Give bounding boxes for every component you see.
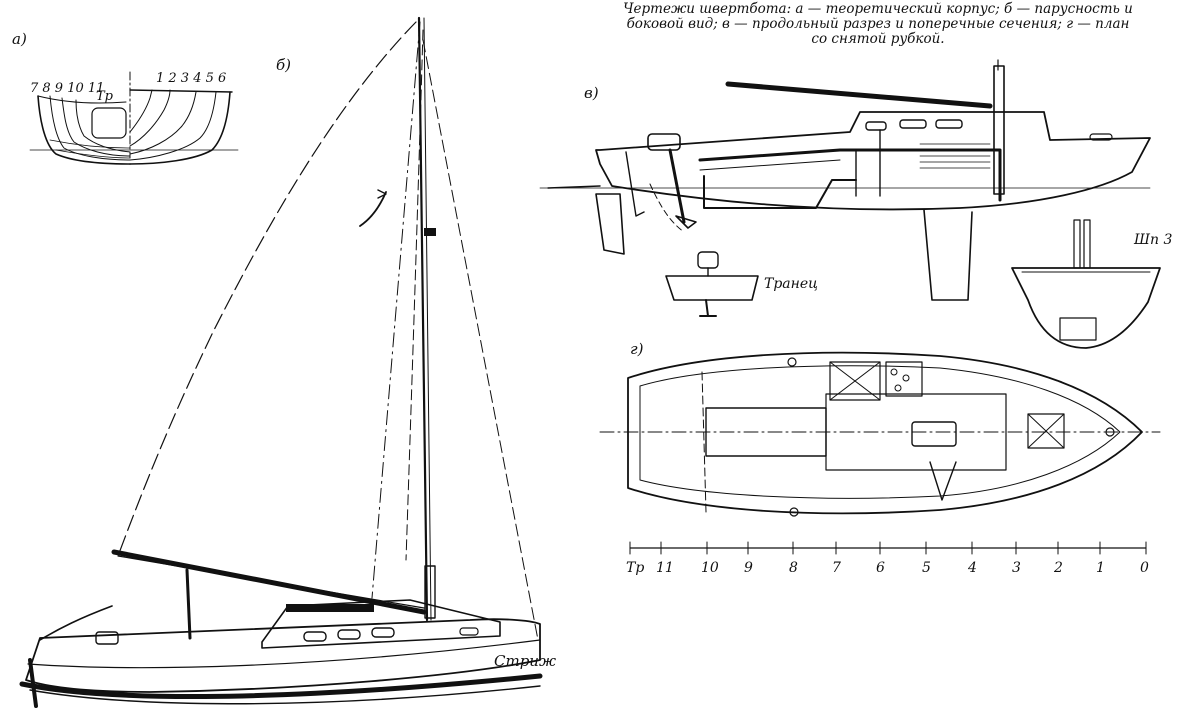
scale-tick-label: Тр xyxy=(626,560,644,576)
scale-tick-label: 1 xyxy=(1096,560,1105,576)
transom-view-label: Транец xyxy=(764,276,818,292)
scale-tick-label: 4 xyxy=(967,560,977,576)
scale-tick-label: 10 xyxy=(701,560,719,576)
body-plan-drawing: а) 7 8 9 10 11 Тр 1 2 3 4 5 6 xyxy=(12,30,239,165)
caption-line-2: боковой вид; в — продольный разрез и поп… xyxy=(626,16,1130,32)
scale-tick-label: 11 xyxy=(656,560,674,576)
scale-tick-label: 3 xyxy=(1012,560,1021,576)
panel-label-b: б) xyxy=(276,56,291,74)
panel-label-a: а) xyxy=(12,30,27,48)
section-label: Шп 3 xyxy=(1133,232,1172,248)
figure-caption: Чертежи швертбота: а — теоретический кор… xyxy=(560,2,1196,47)
scale-tick-label: 5 xyxy=(922,560,931,576)
caption-line-3: со снятой рубкой. xyxy=(811,31,945,47)
scale-tick-label: 9 xyxy=(744,560,753,576)
caption-line-1: Чертежи швертбота: а — теоретический кор… xyxy=(623,1,1133,17)
scale-tick-label: 8 xyxy=(789,560,798,576)
scale-tick-label: 2 xyxy=(1053,560,1063,576)
scale-tick-label: 0 xyxy=(1140,560,1149,576)
panel-label-g: г) xyxy=(630,340,644,358)
scale-tick-label: 6 xyxy=(876,560,885,576)
panel-label-v: в) xyxy=(584,84,599,102)
sail-plan-drawing: б) Стриж xyxy=(19,16,556,708)
body-plan-right-numbers: 1 2 3 4 5 6 xyxy=(156,71,226,86)
body-plan-left-numbers: 7 8 9 10 11 xyxy=(30,81,104,96)
longitudinal-section-drawing: в) Транец xyxy=(539,59,1172,349)
plan-view-drawing: г) xyxy=(599,340,1161,576)
boat-name: Стриж xyxy=(494,652,556,670)
transom-label: Тр xyxy=(96,89,114,104)
scale-tick-label: 7 xyxy=(832,560,841,576)
